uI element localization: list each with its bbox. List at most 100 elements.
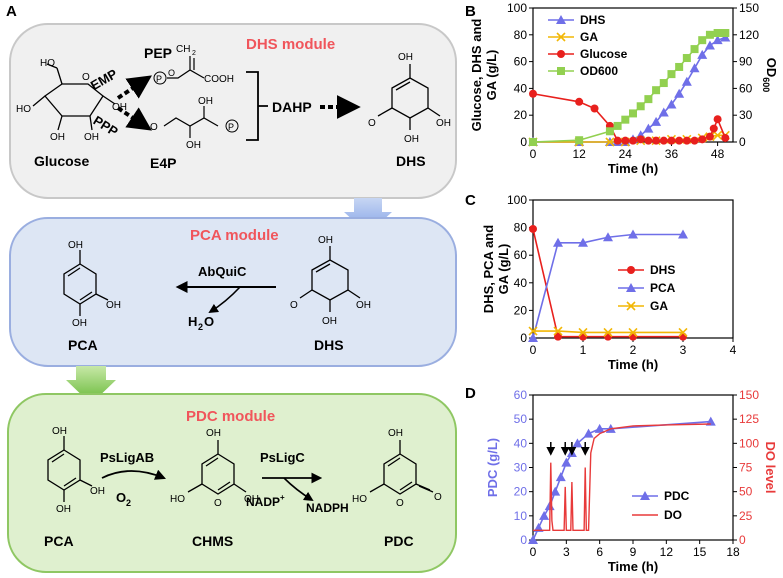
dhs-a-oh-1: OH	[436, 118, 451, 129]
data-point-glucose	[613, 136, 622, 145]
data-point-od600	[690, 45, 699, 54]
e4p-oh-1: OH	[198, 96, 213, 107]
chms-oh-top: OH	[206, 428, 221, 439]
data-point-od600	[698, 36, 707, 45]
legend-label-dhs: DHS	[580, 13, 605, 27]
legend-label-pdc: PDC	[664, 489, 690, 503]
data-point-pca	[528, 333, 538, 342]
pca-b-oh-top: OH	[68, 240, 83, 251]
data-point-pca	[678, 229, 688, 239]
y-tick-label: 60	[514, 248, 528, 262]
data-point-ga	[605, 137, 615, 147]
pdc-module-title: PDC module	[186, 408, 275, 425]
glucose-structure	[32, 63, 116, 131]
x-tick-label: 1	[580, 343, 587, 357]
legend-label-glucose: Glucose	[580, 47, 628, 61]
x-tick-label: 48	[711, 147, 725, 161]
data-point-dhs	[704, 40, 715, 50]
data-point-ga	[678, 327, 688, 338]
data-point-od600	[605, 127, 614, 136]
data-point-ga	[713, 130, 723, 140]
data-point-pdc	[705, 416, 716, 426]
y2-tick-label: 150	[739, 1, 759, 15]
chms-label: CHMS	[192, 533, 233, 549]
x-tick-label: 3	[680, 343, 687, 357]
legend-label-pca: PCA	[650, 281, 676, 295]
y-tick-label: 60	[514, 388, 528, 402]
y-axis-label: GA (g/L)	[496, 244, 511, 295]
legend-marker-ga	[626, 301, 636, 311]
legend-label-od600: OD600	[580, 64, 618, 78]
data-point-od600	[629, 109, 637, 118]
glucose-ho: HO	[16, 104, 31, 115]
x-axis-label: Time (h)	[608, 559, 658, 574]
dhs-a-oh-2: OH	[404, 134, 419, 145]
data-point-od600	[621, 115, 630, 124]
pep-label: PEP	[144, 45, 172, 61]
abquic-label: AbQuiC	[198, 264, 247, 279]
x-tick-label: 12	[660, 545, 674, 559]
data-point-glucose	[682, 136, 691, 145]
data-point-dhs	[604, 332, 612, 341]
bracket	[246, 71, 268, 141]
pdc-label: PDC	[384, 533, 414, 549]
dhs-label-a: DHS	[396, 153, 426, 169]
data-point-ga	[603, 327, 613, 338]
panel-letter-b: B	[465, 3, 476, 20]
pdc-o: O	[434, 492, 442, 503]
nadp-sup: +	[280, 493, 285, 502]
data-point-glucose	[675, 136, 684, 145]
pca-label-b: PCA	[68, 337, 98, 353]
x-tick-label: 6	[596, 545, 603, 559]
data-point-glucose	[575, 97, 584, 106]
data-point-dhs	[674, 88, 685, 98]
o2-sub: 2	[126, 498, 131, 508]
o2-o: O	[116, 490, 126, 505]
pca-module: PCA module OH OH OH PCA AbQuiC H 2 O OH …	[9, 217, 457, 367]
x-tick-label: 18	[726, 545, 740, 559]
data-point-dhs	[666, 99, 677, 109]
pca-to-pdc-arrow	[66, 366, 116, 404]
panel-letter-d: D	[465, 385, 476, 402]
y-tick-label: 100	[507, 193, 527, 207]
panel-letter-c: C	[465, 192, 476, 209]
data-point-pdc	[561, 457, 572, 467]
data-point-glucose	[636, 135, 645, 144]
chms-o: O	[214, 498, 222, 509]
y-tick-label: 20	[514, 485, 528, 499]
panel-letter-a: A	[6, 3, 17, 20]
legend-marker-dhs	[627, 266, 635, 274]
y-tick-label: 20	[514, 108, 528, 122]
pdc-ho: HO	[352, 494, 367, 505]
glucose-label: Glucose	[34, 153, 89, 169]
legend-marker-dhs	[556, 15, 566, 24]
data-point-od600	[713, 29, 722, 38]
y-tick-label: 40	[514, 436, 528, 450]
e4p-o: O	[150, 122, 158, 133]
pdc-module: PDC module OH OH OH PCA PsLigAB O 2 OH H…	[7, 393, 457, 573]
x-tick-label: 12	[572, 147, 586, 161]
pep-structure: P CH 2 COOH O	[153, 44, 234, 85]
y2-tick-label: 50	[739, 485, 753, 499]
data-point-glucose	[705, 132, 714, 141]
e4p-structure: O OH OH P	[150, 96, 239, 151]
data-point-glucose	[621, 136, 630, 145]
data-point-dhs	[689, 63, 700, 73]
pdc-o-ring: O	[396, 498, 404, 509]
y2-axis-label: OD600	[761, 58, 779, 93]
dhs-module-title: DHS module	[246, 36, 335, 53]
data-point-od600	[644, 95, 653, 104]
dhs-a-oh-top: OH	[398, 52, 413, 63]
pca-b-oh-1: OH	[106, 300, 121, 311]
data-point-pdc	[550, 486, 561, 496]
dhs-b-o: O	[290, 300, 298, 311]
y-tick-label: 0	[520, 331, 527, 345]
x-tick-label: 0	[530, 545, 537, 559]
y-tick-label: 30	[514, 461, 528, 475]
data-point-pca	[553, 237, 563, 247]
glucose-oh-1: HO	[40, 58, 55, 69]
y-tick-label: 40	[514, 81, 528, 95]
data-point-glucose	[644, 136, 653, 145]
y-tick-label: 60	[514, 55, 528, 69]
